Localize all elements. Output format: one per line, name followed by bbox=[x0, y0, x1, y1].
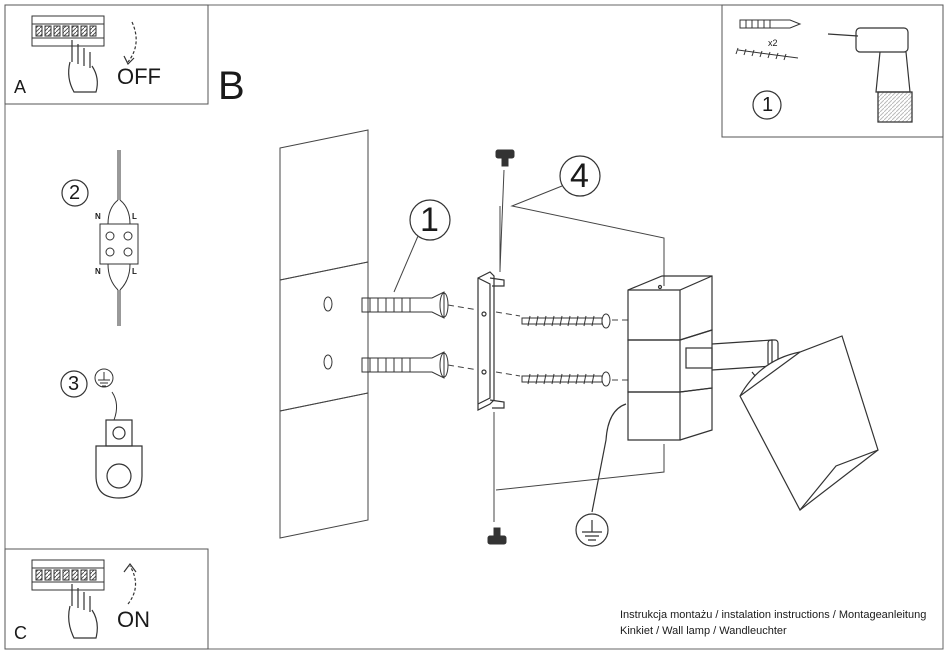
panel-c-state: ON bbox=[117, 607, 150, 632]
screw-icon bbox=[735, 47, 799, 61]
fuse-box-c-icon bbox=[31, 559, 105, 591]
wall-outline bbox=[279, 129, 369, 539]
bracket-screw-top-icon bbox=[495, 149, 515, 167]
step-1-kit-circle bbox=[752, 90, 782, 120]
step-1-main-circle bbox=[409, 199, 451, 241]
step-4-leader bbox=[510, 185, 665, 286]
step-1-kit-number: 1 bbox=[762, 94, 774, 116]
lamp-bottom-guide bbox=[495, 444, 665, 491]
ground-wire bbox=[111, 391, 118, 421]
bracket-screw-top-guide bbox=[499, 169, 505, 271]
caption-line-2: Kinkiet / Wall lamp / Wandleuchter bbox=[620, 625, 787, 637]
terminal-l-top: L bbox=[132, 212, 137, 221]
ground-symbol-icon bbox=[575, 403, 627, 547]
step-2-circle bbox=[61, 179, 89, 207]
panel-c-letter: C bbox=[14, 623, 27, 643]
page-border bbox=[4, 4, 944, 650]
ground-symbol-small-icon bbox=[94, 368, 114, 388]
fuse-box-a-icon bbox=[31, 15, 105, 47]
step-4-number: 4 bbox=[570, 157, 589, 195]
wall-hole-top bbox=[323, 296, 333, 312]
step-1-leader bbox=[393, 235, 419, 293]
step-3-circle bbox=[60, 370, 88, 398]
hand-c-icon bbox=[68, 584, 98, 639]
step-4-circle bbox=[559, 155, 601, 197]
wall-plug-icon bbox=[739, 19, 802, 29]
bracket-screw-bottom-icon bbox=[487, 527, 507, 545]
arrow-on-icon bbox=[127, 565, 137, 605]
guide-lines bbox=[447, 304, 630, 381]
wall-plug-top-icon bbox=[361, 291, 449, 319]
panel-c-box bbox=[4, 548, 209, 650]
wall-lamp-icon bbox=[627, 275, 879, 512]
arrow-off-icon bbox=[127, 21, 137, 63]
terminal-block-icon bbox=[99, 150, 139, 326]
terminal-n-top: N bbox=[95, 212, 101, 221]
terminal-n-bottom: N bbox=[95, 267, 101, 276]
panel-b-letter: B bbox=[218, 64, 245, 108]
step-3-number: 3 bbox=[68, 373, 80, 395]
wall-hole-bottom bbox=[323, 354, 333, 370]
ground-terminal-icon bbox=[95, 419, 143, 499]
terminal-l-bottom: L bbox=[132, 267, 137, 276]
drill-icon bbox=[827, 27, 913, 123]
mounting-bracket-icon bbox=[477, 271, 505, 411]
hand-a-icon bbox=[68, 40, 98, 93]
panel-a-letter: A bbox=[14, 77, 27, 97]
step-1-main-number: 1 bbox=[420, 201, 439, 239]
kit-quantity: x2 bbox=[768, 38, 778, 48]
kit-box bbox=[721, 4, 944, 138]
panel-a-box bbox=[4, 4, 209, 105]
wood-screw-top-icon bbox=[521, 313, 611, 329]
wood-screw-bottom-icon bbox=[521, 371, 611, 387]
caption-line-1: Instrukcja montażu / instalation instruc… bbox=[620, 609, 927, 621]
panel-a-state: OFF bbox=[117, 64, 161, 89]
wall-plug-bottom-icon bbox=[361, 351, 449, 379]
step-2-number: 2 bbox=[69, 182, 81, 204]
